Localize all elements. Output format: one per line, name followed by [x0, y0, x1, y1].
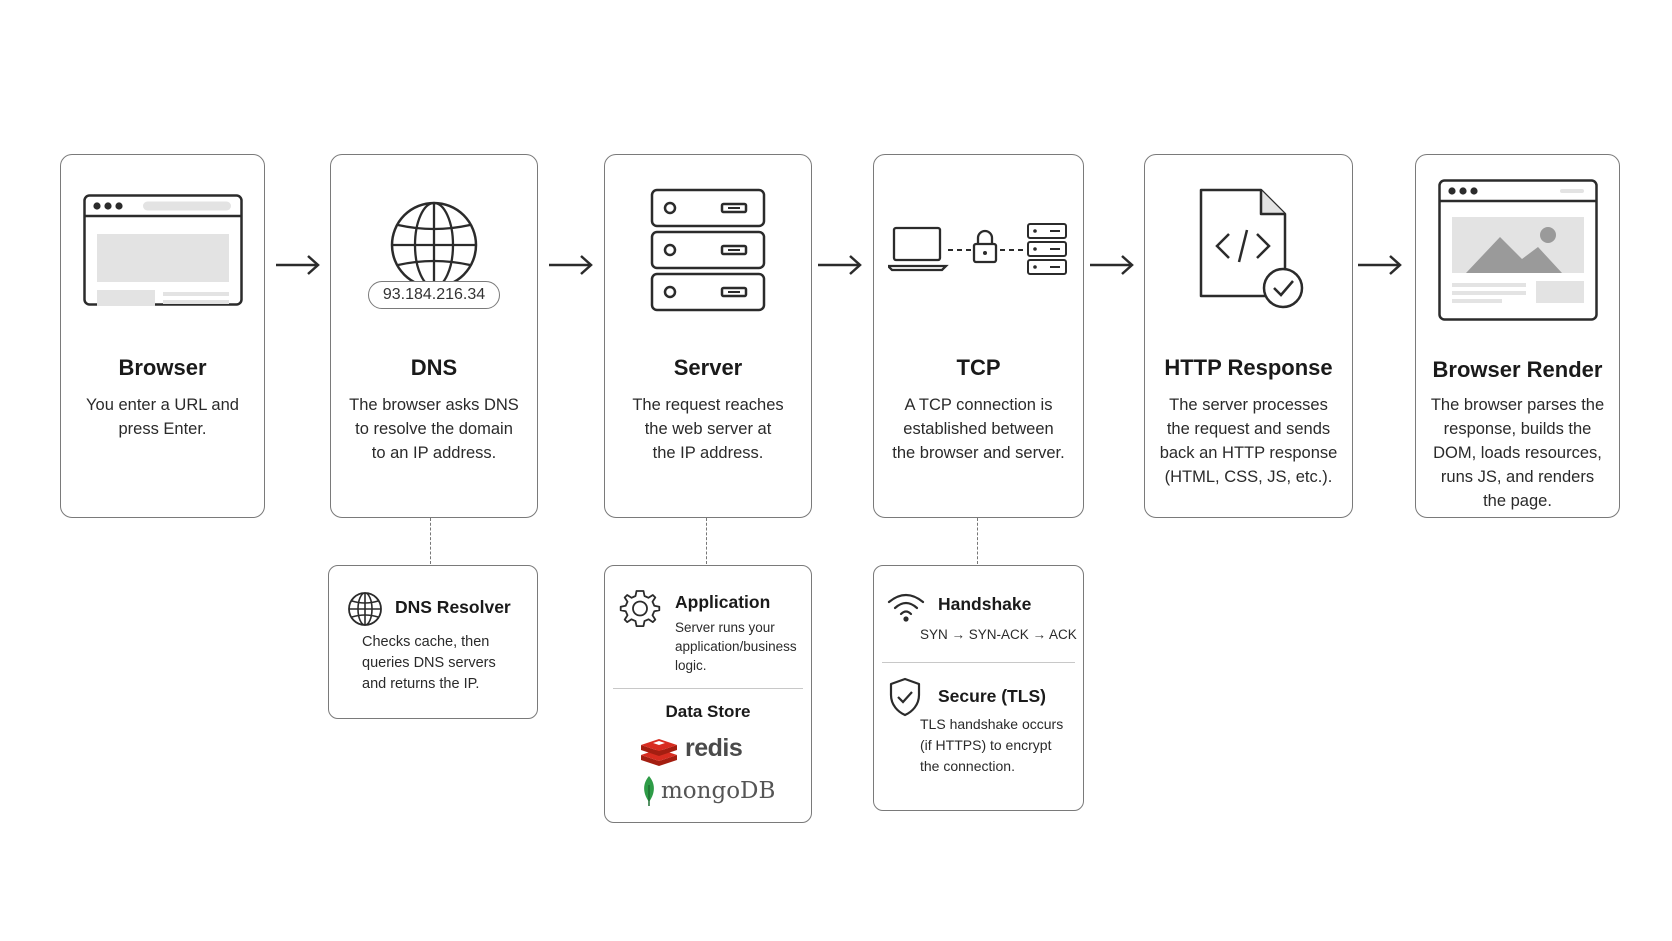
tls-title: Secure (TLS): [938, 686, 1046, 706]
step-description: You enter a URL and press Enter.: [86, 396, 239, 438]
step-tcp-card: TCP A TCP connection is established betw…: [873, 154, 1084, 518]
code-file-check-icon: [1199, 188, 1303, 309]
flow-arrow-1: [276, 255, 320, 275]
mongodb-logo-text: mongoDB: [661, 778, 776, 804]
step-dns-card: 93.184.216.34 DNS The browser asks DNS t…: [330, 154, 538, 518]
image-placeholder-icon: [1465, 237, 1562, 273]
lock-icon: [972, 229, 997, 264]
step-title: Browser: [118, 355, 207, 380]
step-title: DNS: [410, 355, 458, 380]
mini-server-icon: [1026, 223, 1067, 275]
flow-arrow-5: [1358, 255, 1402, 275]
step-browser-render-card: Browser Render The browser parses the re…: [1415, 154, 1620, 518]
step-browser-card: Browser You enter a URL and press Enter.: [60, 154, 265, 518]
application-title: Application: [675, 592, 771, 612]
step-title: TCP: [956, 355, 1001, 380]
step-title: HTTP Response: [1164, 355, 1333, 380]
dns-connector: [430, 518, 431, 564]
step-description: The browser asks DNS to resolve the doma…: [349, 396, 519, 462]
step-title: Browser Render: [1432, 357, 1603, 382]
step-server-card: Server The request reaches the web serve…: [604, 154, 812, 518]
server-rack-icon: [650, 188, 766, 312]
dns-resolver-description: Checks cache, then queries DNS servers a…: [362, 634, 496, 692]
dns-resolver-title: DNS Resolver: [395, 597, 511, 617]
step-description: The request reaches the web server at th…: [632, 396, 784, 462]
browser-window-icon: [82, 194, 243, 306]
flow-arrow-3: [818, 255, 862, 275]
panel-divider: [882, 662, 1075, 663]
shield-check-icon: [889, 677, 921, 717]
laptop-icon: [887, 226, 949, 272]
globe-icon: [390, 201, 478, 289]
ip-address-badge: 93.184.216.34: [367, 281, 501, 309]
application-description: Server runs your application/business lo…: [675, 620, 797, 673]
data-store-title: Data Store: [665, 702, 751, 721]
tcp-connection-icon: [887, 223, 1067, 275]
server-detail-panel: Application Server runs your application…: [604, 565, 812, 823]
step-http-response-card: HTTP Response The server processes the r…: [1144, 154, 1353, 518]
flow-arrow-2: [549, 255, 593, 275]
handshake-title: Handshake: [938, 594, 1032, 614]
redis-logo-text: redis: [685, 734, 743, 762]
tls-description: TLS handshake occurs (if HTTPS) to encry…: [920, 716, 1064, 774]
tcp-connector: [977, 518, 978, 564]
panel-divider: [613, 688, 803, 689]
server-connector: [706, 518, 707, 564]
wifi-signal-icon: [887, 593, 925, 622]
flow-arrow-4: [1090, 255, 1134, 275]
handshake-description: SYN → SYN-ACK → ACK: [920, 627, 1077, 642]
globe-icon: [348, 592, 382, 626]
step-description: The server processes the request and sen…: [1159, 396, 1338, 486]
step-description: The browser parses the response, builds …: [1430, 396, 1605, 510]
gear-icon: [619, 590, 661, 627]
step-description: A TCP connection is established between …: [892, 396, 1065, 462]
step-title: Server: [673, 355, 743, 380]
dns-resolver-panel: DNS Resolver Checks cache, then queries …: [328, 565, 538, 719]
redis-logo-icon: [641, 739, 677, 766]
mongodb-leaf-icon: [644, 776, 654, 806]
rendered-page-icon: [1437, 179, 1598, 321]
tcp-detail-panel: Handshake SYN → SYN-ACK → ACK Secure (TL…: [873, 565, 1084, 811]
